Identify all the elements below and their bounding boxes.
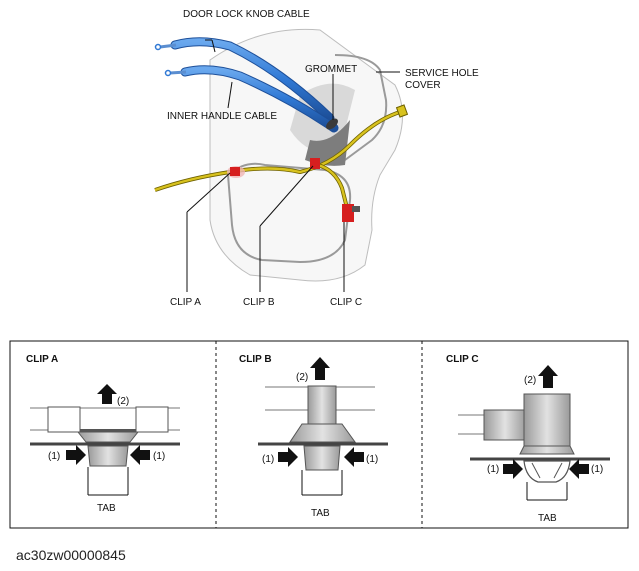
step-press-right-c: (1) <box>591 464 603 475</box>
step-press-right-b: (1) <box>366 454 378 465</box>
panel-title-clip-b: CLIP B <box>239 354 272 365</box>
arrow-right-icon <box>278 447 298 467</box>
label-door-lock-knob-cable: DOOR LOCK KNOB CABLE <box>183 9 310 20</box>
step-pull-c: (2) <box>524 375 536 386</box>
door-lock-knob-cable <box>154 37 335 123</box>
tab-label-a: TAB <box>97 503 116 514</box>
panel-title-clip-c: CLIP C <box>446 354 479 365</box>
step-press-right-a: (1) <box>153 451 165 462</box>
step-press-left-a: (1) <box>48 451 60 462</box>
label-clip-c: CLIP C <box>330 297 362 308</box>
figure-code: ac30zw00000845 <box>16 547 126 563</box>
clip-a-part <box>227 166 245 178</box>
arrow-up-icon <box>310 357 330 380</box>
step-press-left-c: (1) <box>487 464 499 475</box>
arrow-right-icon <box>66 445 86 465</box>
panel-clip-b: CLIP B (2) (1) (1) TAB <box>239 354 388 519</box>
arrow-left-icon <box>569 459 589 479</box>
door-inner-panel <box>226 54 388 264</box>
arrow-up-icon <box>538 365 558 388</box>
step-pull-b: (2) <box>296 372 308 383</box>
inner-handle-cable <box>164 65 339 133</box>
label-clip-a: CLIP A <box>170 297 201 308</box>
label-grommet: GROMMET <box>305 64 357 75</box>
clip-c-part <box>342 204 360 222</box>
arrow-left-icon <box>344 447 364 467</box>
arrow-right-icon <box>503 459 523 479</box>
label-inner-handle-cable: INNER HANDLE CABLE <box>167 111 277 122</box>
tab-label-b: TAB <box>311 508 330 519</box>
clip-b-part <box>310 158 320 169</box>
panel-clip-c: CLIP C (2) (1) (1) TAB <box>446 354 610 524</box>
panel-title-clip-a: CLIP A <box>26 354 58 365</box>
arrow-up-icon <box>97 384 117 404</box>
label-service-hole-cover-1: SERVICE HOLE <box>405 68 479 79</box>
tab-label-c: TAB <box>538 513 557 524</box>
label-clip-b: CLIP B <box>243 297 275 308</box>
step-pull-a: (2) <box>117 396 129 407</box>
leader-lines <box>186 39 400 292</box>
label-service-hole-cover-2: COVER <box>405 80 441 91</box>
grommet <box>326 118 338 130</box>
step-press-left-b: (1) <box>262 454 274 465</box>
panel-clip-a: CLIP A (2) (1) (1) TAB <box>26 354 180 514</box>
arrow-left-icon <box>130 445 150 465</box>
